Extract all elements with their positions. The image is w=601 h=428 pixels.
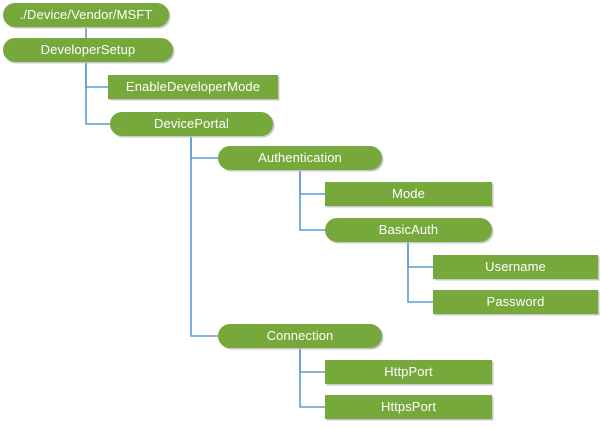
tree-node-basicauth[interactable]: BasicAuth bbox=[325, 218, 492, 242]
connector-basicauth-to-username bbox=[407, 242, 433, 268]
tree-node-password[interactable]: Password bbox=[433, 290, 598, 314]
tree-node-label: HttpPort bbox=[384, 364, 433, 379]
tree-node-label: EnableDeveloperMode bbox=[125, 79, 261, 94]
tree-node-root[interactable]: ./Device/Vendor/MSFT bbox=[3, 3, 169, 27]
tree-node-mode[interactable]: Mode bbox=[325, 182, 492, 206]
connector-basicauth-to-password bbox=[407, 242, 433, 303]
tree-node-label: Username bbox=[485, 259, 546, 274]
tree-node-authentication[interactable]: Authentication bbox=[218, 146, 382, 170]
tree-node-label: DeveloperSetup bbox=[40, 42, 136, 57]
tree-node-label: Authentication bbox=[258, 150, 342, 165]
tree-node-deviceportal[interactable]: DevicePortal bbox=[110, 112, 273, 136]
tree-node-connection[interactable]: Connection bbox=[218, 324, 382, 348]
connector-deviceportal-to-authentication bbox=[190, 136, 218, 159]
connector-authentication-to-basicauth bbox=[299, 170, 325, 231]
tree-node-label: Mode bbox=[392, 186, 425, 201]
tree-node-label: Connection bbox=[266, 328, 334, 343]
tree-node-developersetup[interactable]: DeveloperSetup bbox=[3, 38, 173, 62]
connector-connection-to-httpport bbox=[299, 348, 325, 373]
connector-authentication-to-mode bbox=[299, 170, 325, 195]
tree-node-enabledevelopermode[interactable]: EnableDeveloperMode bbox=[108, 75, 278, 99]
tree-node-label: BasicAuth bbox=[378, 222, 439, 237]
connector-deviceportal-to-connection bbox=[190, 136, 218, 337]
tree-node-httpsport[interactable]: HttpsPort bbox=[325, 395, 492, 419]
tree-node-httpport[interactable]: HttpPort bbox=[325, 360, 492, 384]
tree-node-label: DevicePortal bbox=[154, 116, 229, 131]
connector-developersetup-to-enabledevelopermode bbox=[85, 62, 108, 88]
tree-node-label: Password bbox=[486, 294, 545, 309]
tree-node-username[interactable]: Username bbox=[433, 255, 598, 279]
tree-node-label: ./Device/Vendor/MSFT bbox=[19, 7, 153, 22]
tree-node-label: HttpsPort bbox=[380, 399, 437, 414]
connector-developersetup-to-deviceportal bbox=[85, 62, 110, 125]
connector-connection-to-httpsport bbox=[299, 348, 325, 408]
